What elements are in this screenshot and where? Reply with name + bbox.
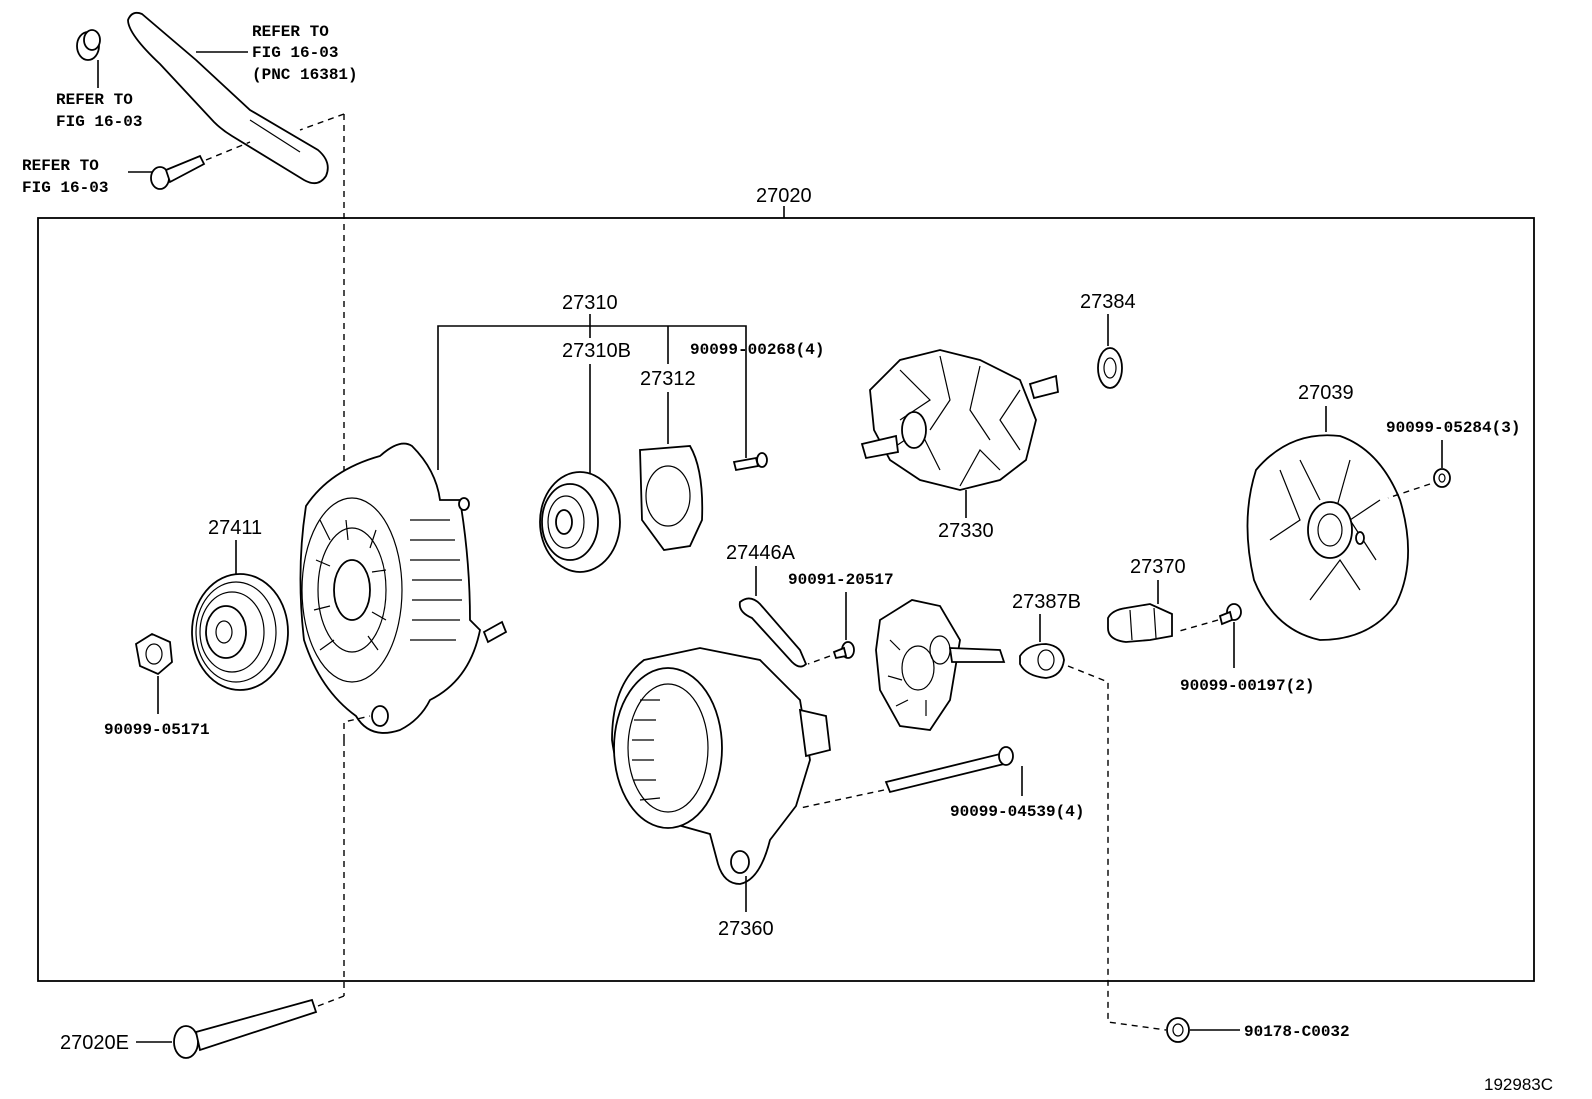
assembly-label: 27020	[756, 185, 812, 207]
label-27310B: 27310B	[562, 340, 631, 362]
label-27411: 27411	[208, 517, 262, 539]
terminal-insulator-27387B	[1019, 643, 1065, 679]
nut-90178-C0032	[1166, 1017, 1190, 1043]
rectifier-end-frame-27360	[611, 647, 831, 885]
ref-bracket-line1: REFER TO	[252, 23, 329, 41]
label-27384: 27384	[1080, 291, 1136, 313]
label-27446A: 27446A	[726, 542, 796, 564]
bolt-27020E	[173, 998, 318, 1059]
label-27039: 27039	[1298, 382, 1354, 404]
label-27310: 27310	[562, 292, 618, 314]
through-bolt-90099-04539	[884, 746, 1014, 794]
label-90099-00197: 90099-00197(2)	[1180, 677, 1314, 695]
assembly-frame	[37, 217, 1535, 982]
label-27387B: 27387B	[1012, 591, 1081, 613]
ref-bolt-part	[128, 154, 206, 190]
ref-nut-line1: REFER TO	[56, 91, 133, 109]
rear-end-cover-27039	[1246, 434, 1409, 641]
adjusting-bar-bracket	[127, 11, 329, 185]
ref-nut-line2: FIG 16-03	[56, 113, 142, 131]
label-90099-04539: 90099-04539(4)	[950, 803, 1084, 821]
pulley-27411	[191, 573, 289, 691]
label-27360: 27360	[718, 918, 774, 940]
nut-90099-05171	[135, 632, 173, 676]
label-90178-C0032: 90178-C0032	[1244, 1023, 1350, 1041]
ref-bolt-line2: FIG 16-03	[22, 179, 108, 197]
ref-bracket-line3: (PNC 16381)	[252, 66, 358, 84]
ref-bracket-line2: FIG 16-03	[252, 44, 338, 62]
washer-27384	[1097, 347, 1123, 389]
plate-27446A	[738, 597, 808, 668]
bearing-27310B	[539, 471, 621, 573]
retainer-plate-27312	[639, 445, 704, 551]
ref-bolt-line1: REFER TO	[22, 157, 99, 175]
label-27370: 27370	[1130, 556, 1186, 578]
label-27312: 27312	[640, 368, 696, 390]
brush-holder-assembly	[875, 599, 1006, 731]
label-27330: 27330	[938, 520, 994, 542]
screw-90099-00268	[732, 452, 768, 472]
label-90099-05284: 90099-05284(3)	[1386, 419, 1520, 437]
ref-nut-part	[76, 29, 101, 88]
drive-end-frame	[299, 442, 508, 734]
nut-90099-05284	[1433, 468, 1451, 488]
figure-id: 192983C	[1484, 1075, 1553, 1094]
rotor-27330	[860, 349, 1059, 491]
label-90091-20517: 90091-20517	[788, 571, 894, 589]
regulator-27370	[1107, 603, 1173, 643]
screw-90091-20517	[832, 641, 855, 660]
label-90099-05171: 90099-05171	[104, 721, 210, 739]
label-90099-00268: 90099-00268(4)	[690, 341, 824, 359]
label-27020E: 27020E	[60, 1032, 129, 1054]
screw-90099-00197	[1218, 603, 1242, 626]
